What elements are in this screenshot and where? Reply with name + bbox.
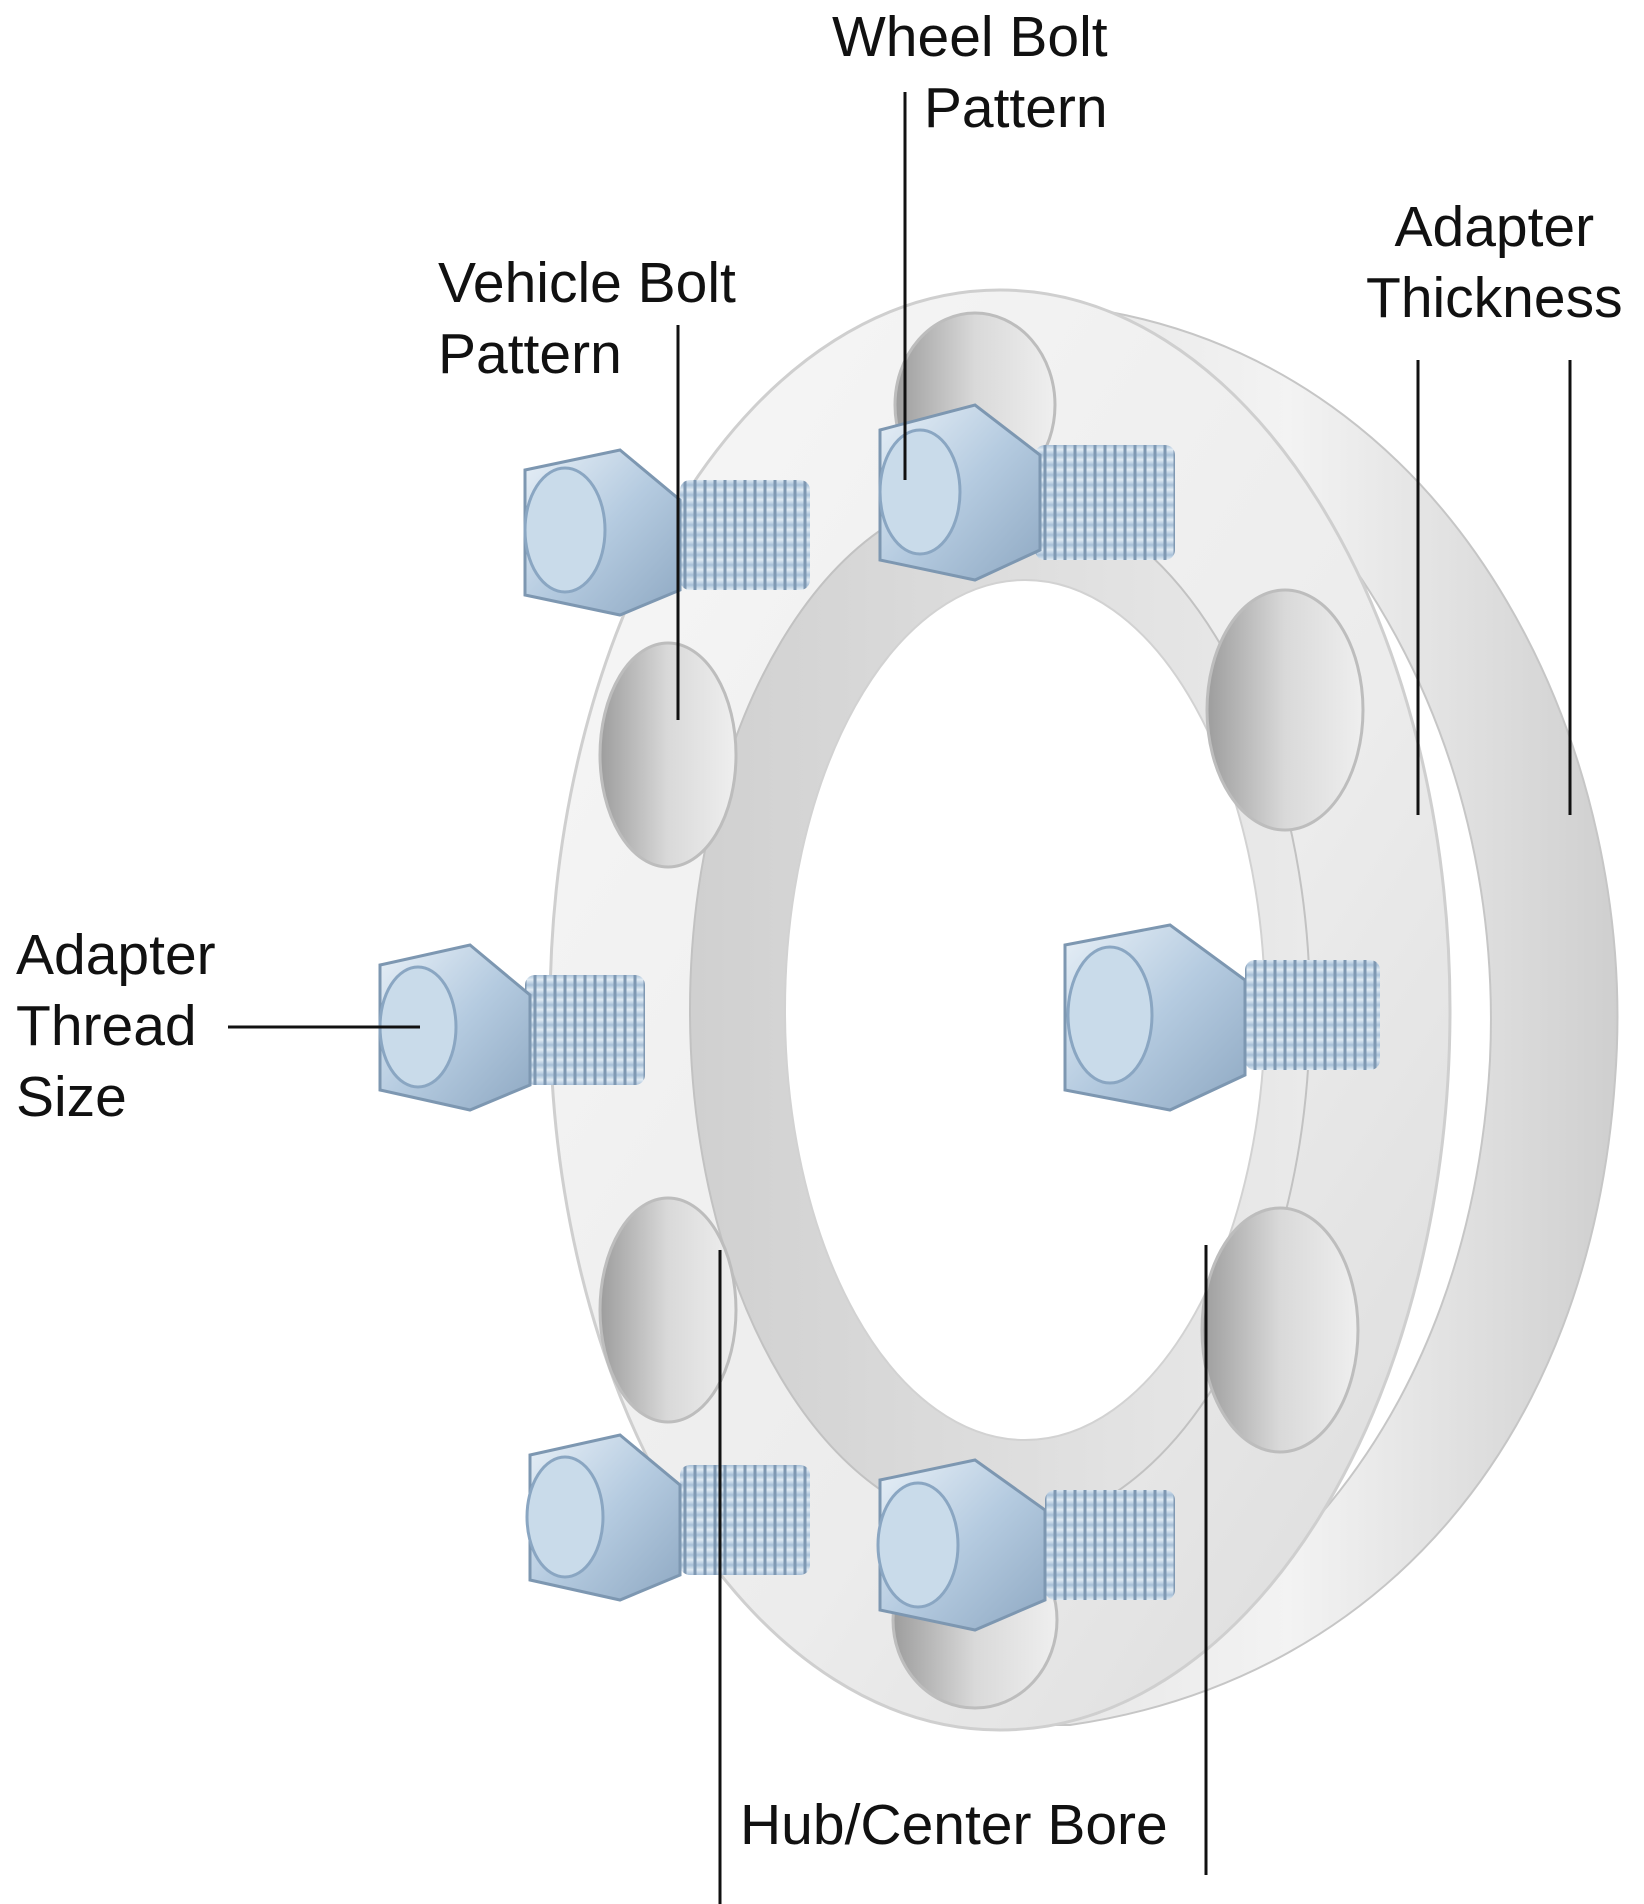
adapter-thread-size-label: Adapter Thread Size xyxy=(16,923,216,1129)
bolt-hole xyxy=(598,1196,738,1424)
hub-center-bore-label: Hub/Center Bore xyxy=(740,1793,1168,1857)
studs xyxy=(378,403,1380,1632)
lug-nut-stud-icon xyxy=(523,448,810,617)
lug-nut-stud-icon xyxy=(378,943,645,1112)
leader-lines xyxy=(228,92,1572,1904)
lug-nut-stud-icon xyxy=(525,1433,810,1602)
bolt-hole xyxy=(598,641,738,869)
bolt-hole xyxy=(1205,588,1365,832)
vehicle-bolt-pattern-label: Vehicle Bolt Pattern xyxy=(438,251,736,386)
adapter-thickness-label: Adapter Thickness xyxy=(1366,195,1623,330)
lug-nut-stud-icon xyxy=(1063,923,1380,1112)
wheel-bolt-pattern-label: Wheel Bolt Pattern xyxy=(832,5,1108,140)
bolt-hole xyxy=(1200,1206,1360,1454)
lug-nut-stud-icon xyxy=(876,1458,1175,1632)
lug-nut-stud-icon xyxy=(878,403,1175,582)
